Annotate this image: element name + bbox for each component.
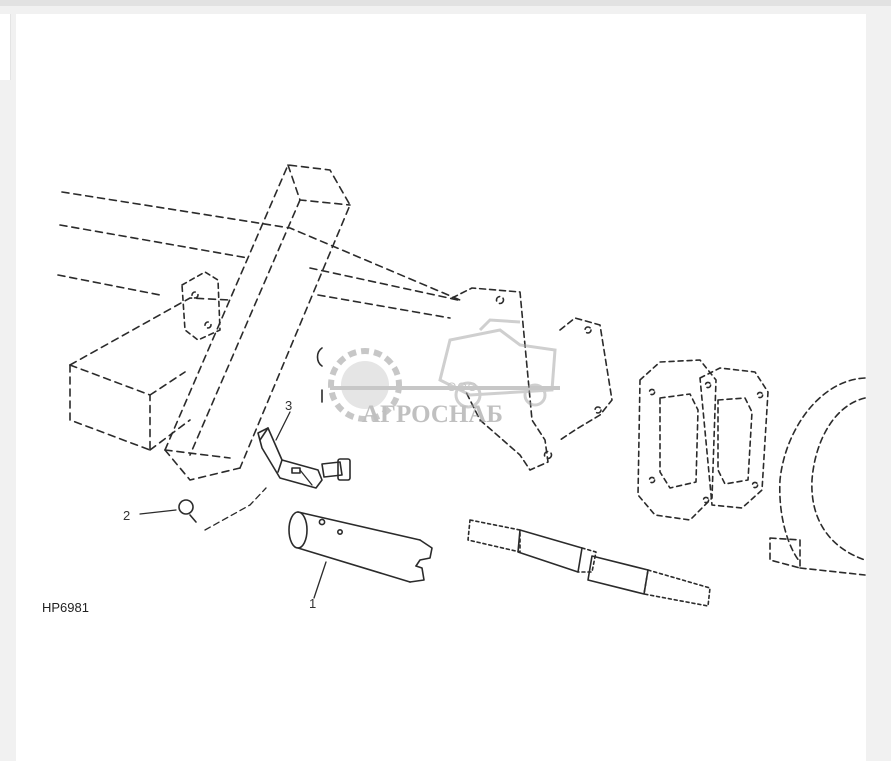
bolt: [321, 458, 351, 481]
mounting-plate: [451, 287, 613, 471]
callout-3: 3: [285, 398, 292, 413]
figure-id-label: HP6981: [42, 600, 89, 615]
side-tab: [0, 14, 11, 80]
watermark-name: АГРОСНАБ: [362, 401, 503, 428]
vertical-post: [164, 164, 351, 481]
top-bar: [0, 0, 891, 6]
bracket-part-3: [257, 427, 323, 489]
leader-lines: [139, 411, 327, 599]
watermark-logo: ООО АГРОСНАБ: [328, 318, 560, 428]
callout-2: 2: [123, 508, 130, 523]
pin-part-2: [178, 499, 197, 523]
drive-shaft: [467, 519, 711, 607]
callout-1: 1: [309, 596, 316, 611]
tube-part-1: [288, 511, 433, 583]
flange-plates: [637, 359, 769, 521]
frame-beam: [57, 191, 461, 451]
beam-bracket: [181, 271, 221, 341]
wheel-ring: [769, 377, 866, 576]
combine-harvester-icon: [438, 318, 557, 409]
watermark-prefix: ООО: [447, 380, 478, 394]
gear-icon: [328, 348, 402, 422]
hardware-pieces: [316, 347, 323, 403]
